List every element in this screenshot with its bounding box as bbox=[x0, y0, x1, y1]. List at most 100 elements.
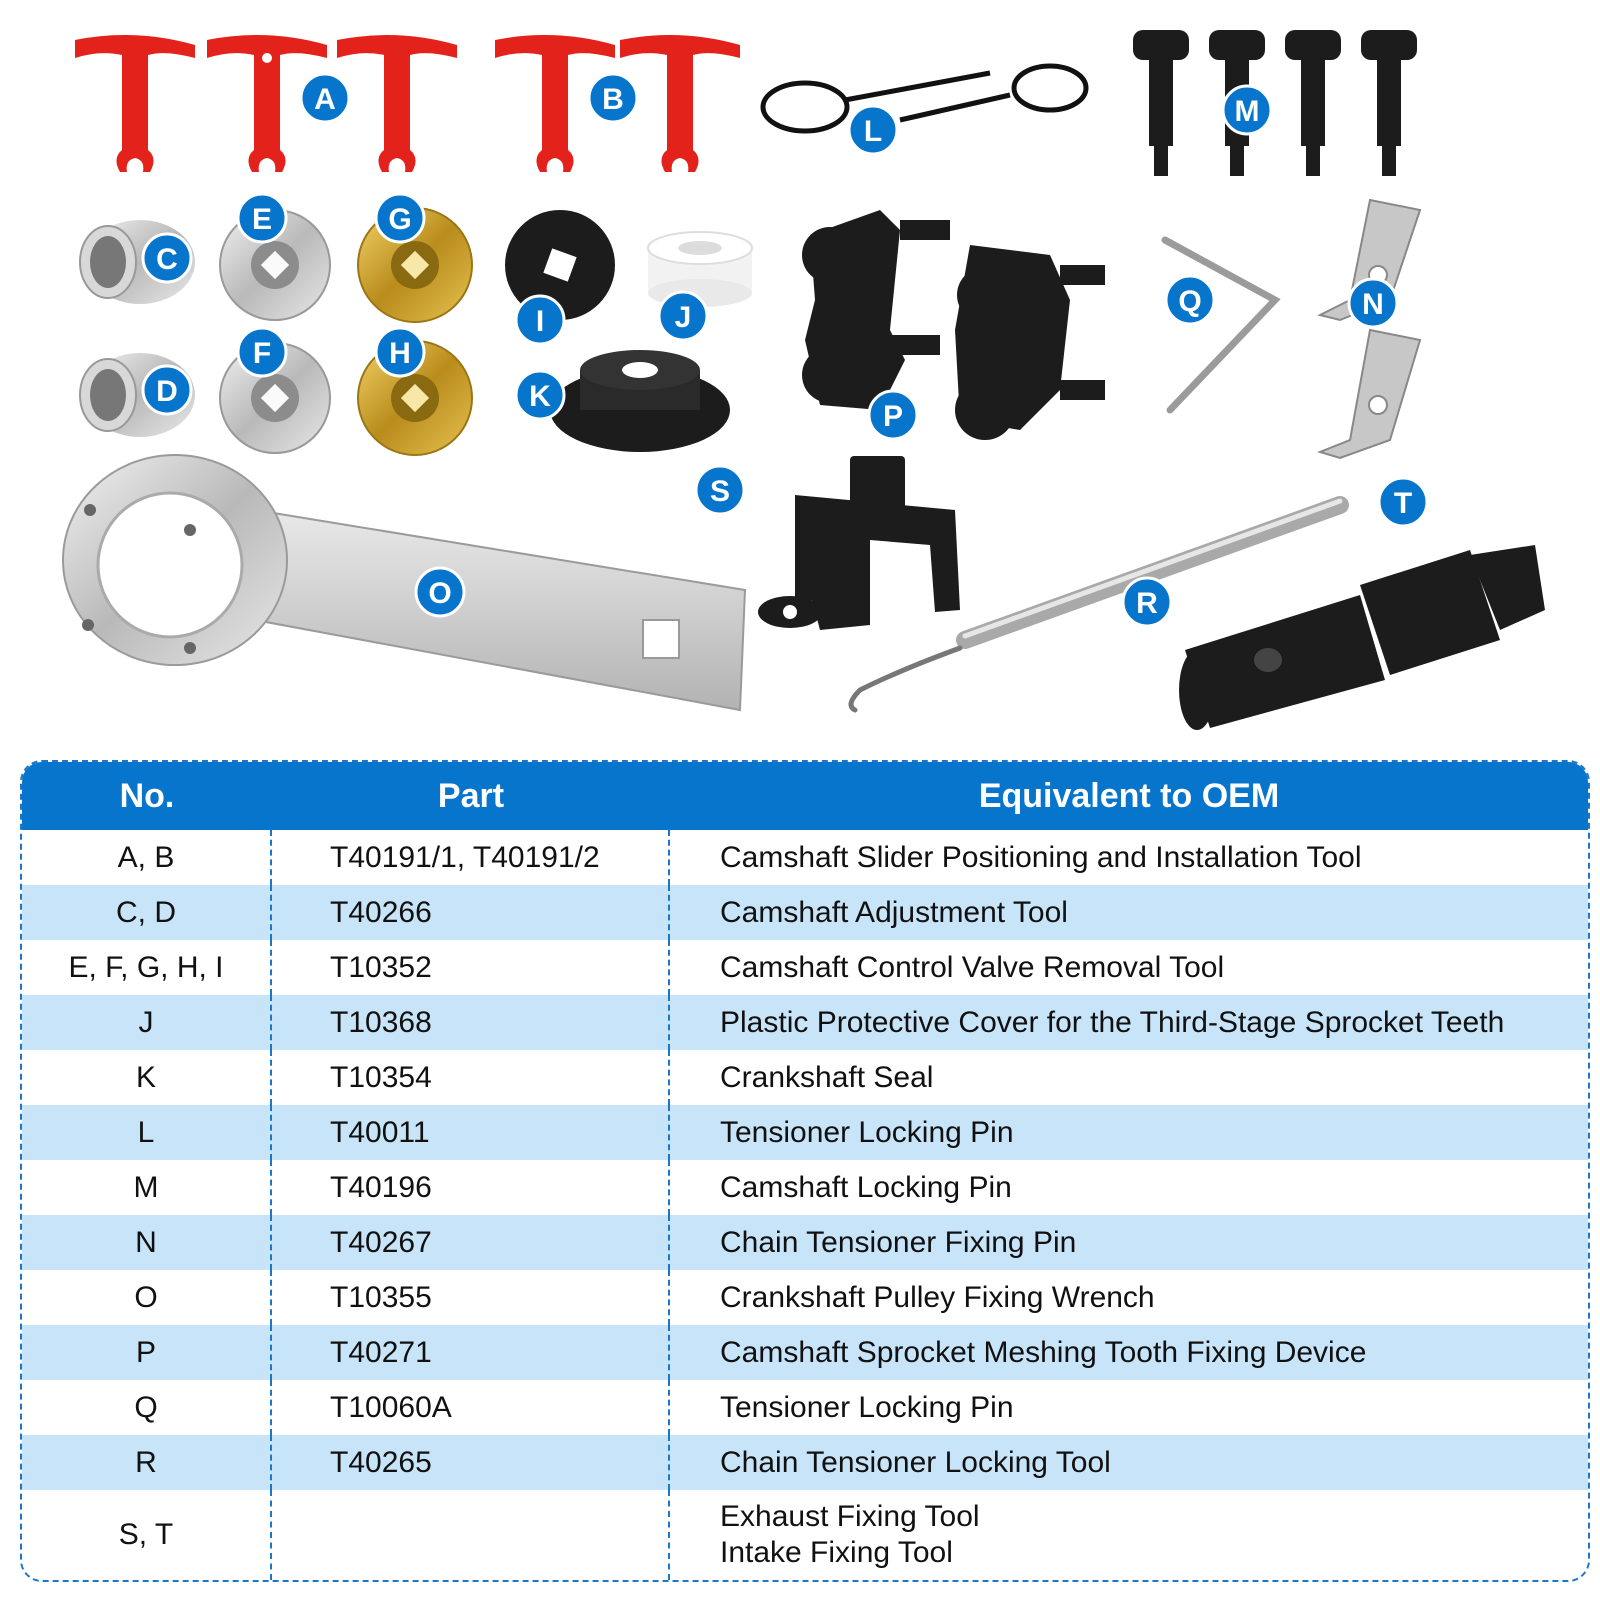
cell-no: N bbox=[22, 1215, 272, 1270]
badge-label: H bbox=[389, 337, 411, 370]
cell-no: M bbox=[22, 1160, 272, 1215]
camshaft-locking-pins-m bbox=[1133, 30, 1417, 176]
badge-l: L bbox=[847, 104, 899, 156]
cell-oem: Camshaft Slider Positioning and Installa… bbox=[720, 840, 1362, 874]
letter-badges: A B L M C E G I J K D F H P Q N O S R T bbox=[141, 72, 1429, 628]
red-t-tool-b2 bbox=[620, 35, 740, 172]
badge-o: O bbox=[414, 566, 466, 618]
cell-part: T40266 bbox=[272, 885, 670, 940]
cell-oem: Plastic Protective Cover for the Third-S… bbox=[720, 1005, 1505, 1039]
cell-no: A, B bbox=[22, 830, 272, 885]
white-cover-j bbox=[647, 231, 753, 307]
header-part: Part bbox=[437, 776, 505, 815]
chain-tensioner-locking-tool-r bbox=[848, 496, 1349, 713]
badge-label: N bbox=[1362, 288, 1384, 321]
cell-no: S, T bbox=[22, 1490, 272, 1580]
badge-i: I bbox=[514, 294, 566, 346]
badge-s: S bbox=[694, 464, 746, 516]
cell-no: L bbox=[22, 1105, 272, 1160]
cell-no: Q bbox=[22, 1380, 272, 1435]
red-t-tool-a2 bbox=[207, 35, 327, 172]
badge-m: M bbox=[1221, 84, 1273, 136]
sprocket-fixing-device-p bbox=[802, 210, 1105, 440]
badge-label: T bbox=[1394, 487, 1412, 520]
badge-e: E bbox=[236, 192, 288, 244]
badge-k: K bbox=[514, 369, 566, 421]
badge-label: O bbox=[428, 577, 451, 610]
red-t-tool-a3 bbox=[337, 35, 457, 172]
badge-label: L bbox=[864, 115, 882, 148]
silver-socket-e bbox=[219, 209, 331, 321]
cell-oem: Chain Tensioner Fixing Pin bbox=[720, 1225, 1077, 1259]
cell-oem: Crankshaft Pulley Fixing Wrench bbox=[720, 1280, 1155, 1314]
cell-oem: Camshaft Locking Pin bbox=[720, 1170, 1012, 1204]
badge-a: A bbox=[299, 72, 351, 124]
crankshaft-pulley-wrench-o bbox=[62, 454, 747, 712]
cell-part: T10060A bbox=[272, 1380, 670, 1435]
cell-oem: Tensioner Locking Pin bbox=[720, 1115, 1014, 1149]
cell-oem-line1: Exhaust Fixing Tool bbox=[720, 1500, 980, 1533]
badge-h: H bbox=[374, 326, 426, 378]
cell-part: T40265 bbox=[272, 1435, 670, 1490]
badge-g: G bbox=[374, 192, 426, 244]
badge-label: A bbox=[314, 83, 336, 116]
cell-part: T10354 bbox=[272, 1050, 670, 1105]
red-t-tool-a1 bbox=[75, 35, 195, 172]
cell-part: T40191/1, T40191/2 bbox=[272, 830, 670, 885]
black-socket-i bbox=[505, 210, 615, 320]
cell-oem: Exhaust Fixing Tool Intake Fixing Tool bbox=[670, 1490, 1588, 1580]
cell-no: K bbox=[22, 1050, 272, 1105]
table-header: No. Part Equivalent to OEM bbox=[22, 762, 1588, 830]
cell-oem: Crankshaft Seal bbox=[720, 1060, 934, 1094]
header-oem: Equivalent to OEM bbox=[978, 776, 1280, 815]
badge-f: F bbox=[236, 326, 288, 378]
cell-part: T10355 bbox=[272, 1270, 670, 1325]
badge-q: Q bbox=[1164, 274, 1216, 326]
badge-label: G bbox=[388, 203, 411, 236]
badge-p: P bbox=[867, 389, 919, 441]
intake-fixing-tool-t bbox=[1179, 545, 1545, 730]
cell-no: E, F, G, H, I bbox=[22, 940, 272, 995]
cell-part: T40196 bbox=[272, 1160, 670, 1215]
badge-b: B bbox=[587, 72, 639, 124]
badge-j: J bbox=[657, 290, 709, 342]
red-t-tool-b1 bbox=[495, 35, 615, 172]
cell-part: T40011 bbox=[272, 1105, 670, 1160]
cell-part: T40267 bbox=[272, 1215, 670, 1270]
cell-oem: Camshaft Sprocket Meshing Tooth Fixing D… bbox=[720, 1335, 1367, 1369]
badge-label: J bbox=[675, 301, 692, 334]
badge-label: S bbox=[710, 475, 730, 508]
cell-oem: Camshaft Control Valve Removal Tool bbox=[720, 950, 1225, 984]
cell-oem: Tensioner Locking Pin bbox=[720, 1390, 1014, 1424]
badge-r: R bbox=[1121, 576, 1173, 628]
cell-oem: Camshaft Adjustment Tool bbox=[720, 895, 1068, 929]
crankshaft-seal-k bbox=[550, 350, 730, 452]
table-row-last: S, T Exhaust Fixing Tool Intake Fixing T… bbox=[22, 1490, 1588, 1580]
cell-part bbox=[272, 1490, 670, 1580]
cell-no: R bbox=[22, 1435, 272, 1490]
badge-label: Q bbox=[1178, 285, 1201, 318]
badge-label: C bbox=[156, 243, 178, 276]
badge-label: D bbox=[156, 375, 178, 408]
badge-n: N bbox=[1347, 277, 1399, 329]
cell-no: O bbox=[22, 1270, 272, 1325]
cell-oem: Chain Tensioner Locking Tool bbox=[720, 1445, 1111, 1479]
badge-label: P bbox=[883, 400, 903, 433]
badge-d: D bbox=[141, 364, 193, 416]
badge-label: I bbox=[536, 305, 544, 338]
header-no: No. bbox=[119, 776, 175, 815]
badge-label: K bbox=[529, 380, 551, 413]
